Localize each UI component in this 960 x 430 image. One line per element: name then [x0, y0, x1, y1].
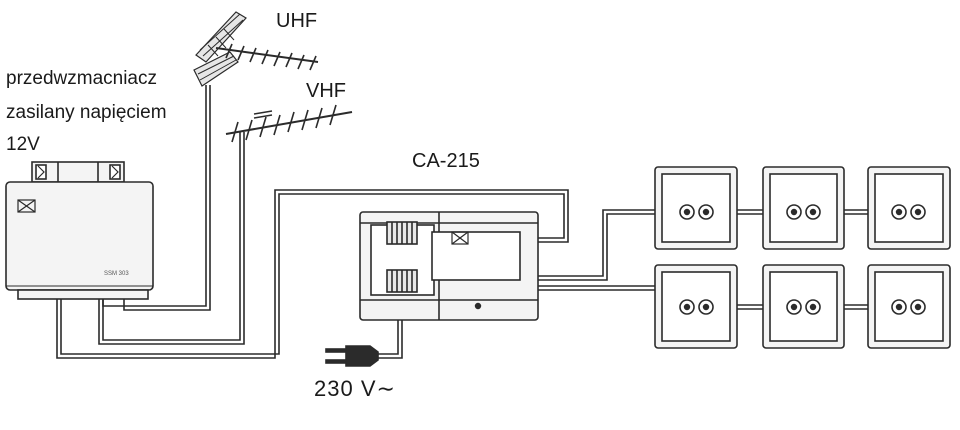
- outlets: [654, 166, 951, 349]
- outlet-2: [762, 166, 845, 250]
- mains-plug: [325, 320, 403, 367]
- preamp-label-line2: zasilany napięciem: [6, 102, 167, 123]
- trunk-cable: [56, 189, 569, 359]
- outlet-4: [654, 264, 738, 349]
- vhf-label: VHF: [306, 80, 346, 102]
- vhf-antenna: [225, 104, 353, 143]
- preamplifier-box: [5, 161, 154, 300]
- antenna-cables: [98, 85, 245, 345]
- uhf-label: UHF: [276, 10, 318, 32]
- amplifier-label: CA-215: [412, 150, 480, 172]
- ca215-amplifier: [359, 211, 539, 321]
- mains-voltage-label: 230 V∼: [314, 376, 396, 401]
- outlet-cables: [538, 209, 868, 310]
- outlet-6: [867, 264, 951, 349]
- outlet-3: [867, 166, 951, 250]
- outlet-5: [762, 264, 845, 349]
- outlet-1: [654, 166, 738, 250]
- preamp-label-line3: 12V: [6, 134, 40, 155]
- preamp-model-label: SSM 303: [104, 271, 129, 277]
- preamp-label-line1: przedwzmacniacz: [6, 68, 157, 89]
- uhf-antenna: [193, 11, 319, 87]
